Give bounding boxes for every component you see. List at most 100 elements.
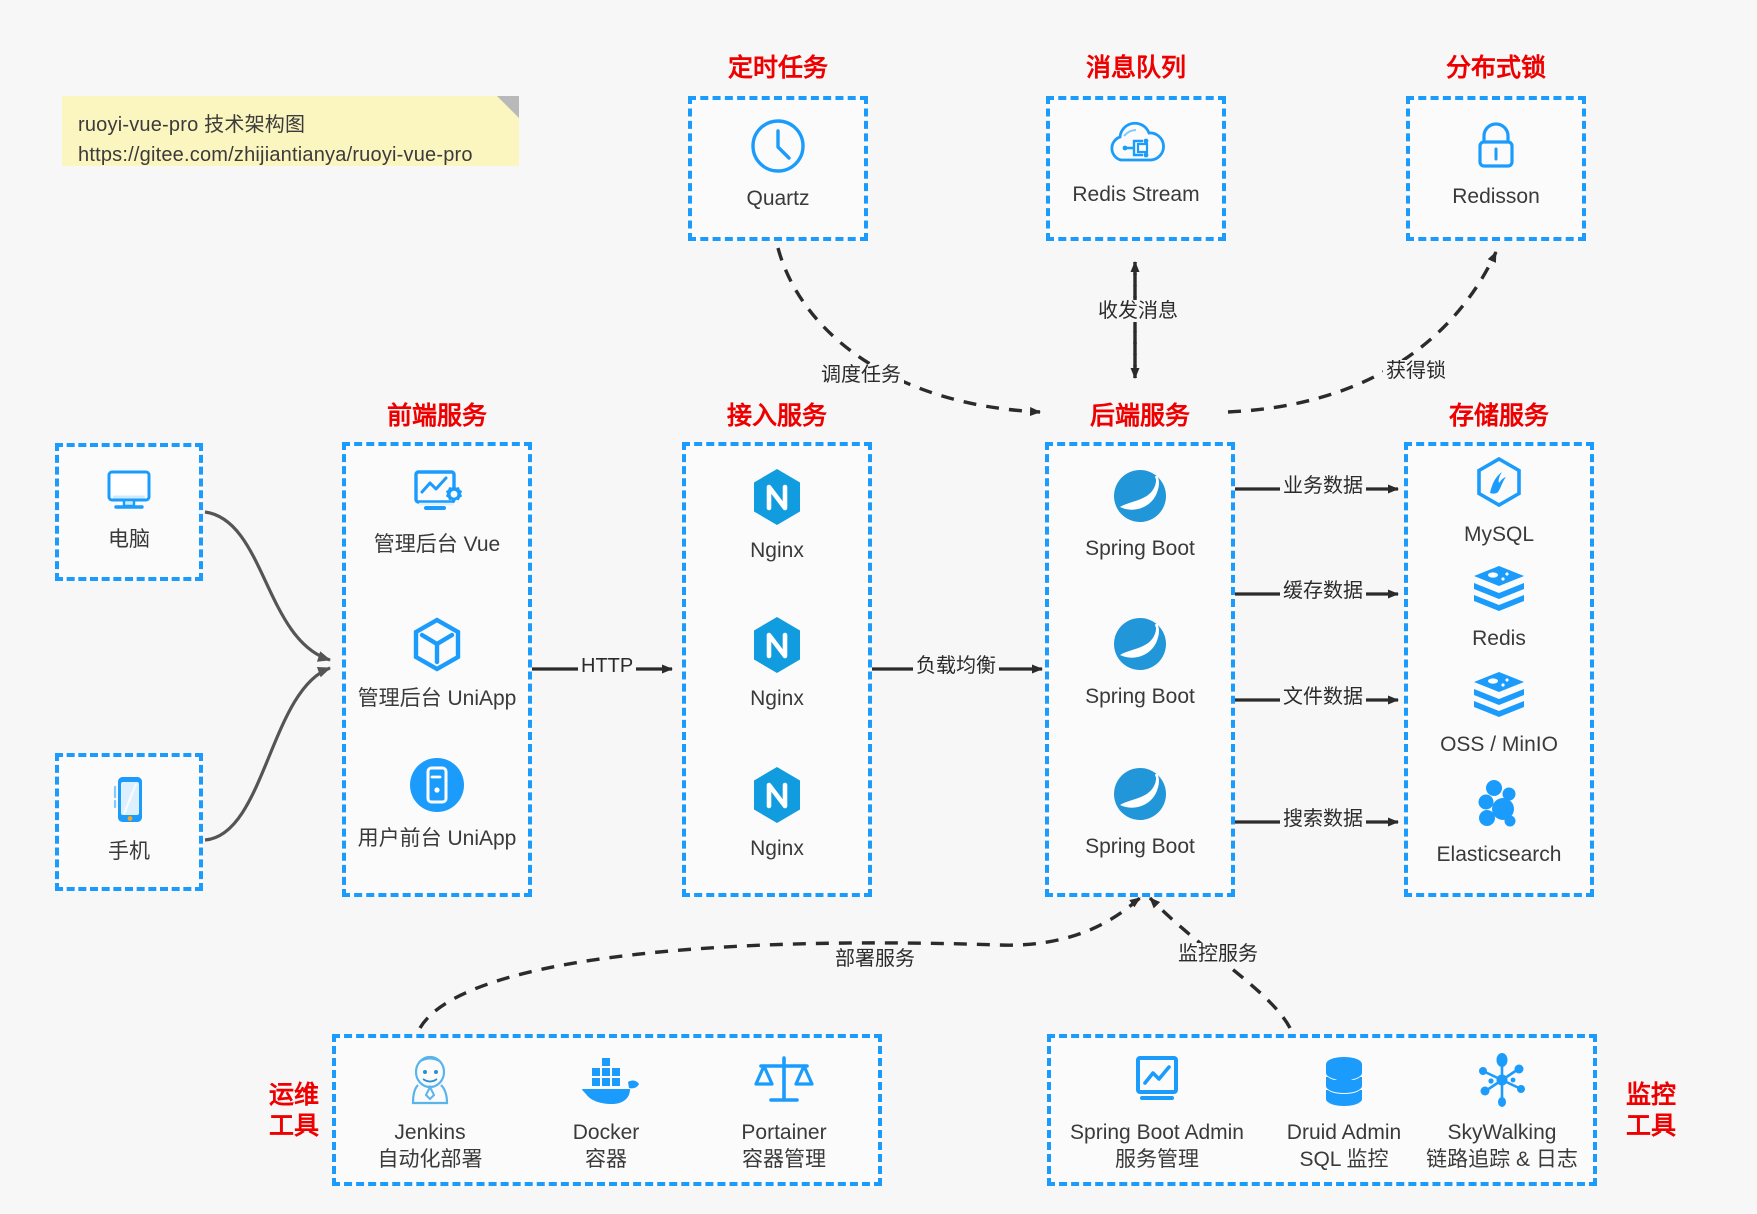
node-sublabel-druid-admin: SQL 监控 xyxy=(1299,1148,1389,1172)
edge-label-monitor-service: 监控服务 xyxy=(1175,943,1261,965)
edge-label-deploy-service: 部署服务 xyxy=(832,948,918,970)
group-gateway: Nginx Nginx Nginx xyxy=(682,442,872,897)
node-label-nginx-2: Nginx xyxy=(750,687,804,710)
node-label-quartz: Quartz xyxy=(746,187,810,210)
mobile-phone-icon xyxy=(59,771,199,834)
edge-label-http: HTTP xyxy=(578,655,637,677)
group-devops: Jenkins 自动化部署 Docker 容器 xyxy=(332,1034,882,1186)
note-url: https://gitee.com/zhijiantianya/ruoyi-vu… xyxy=(78,144,473,166)
node-label-nginx-3: Nginx xyxy=(750,837,804,860)
group-title-backend: 后端服务 xyxy=(1089,402,1190,430)
edge-label-acquire-lock: 获得锁 xyxy=(1383,360,1449,382)
cloud-stream-icon xyxy=(1050,116,1222,177)
node-quartz[interactable]: Quartz xyxy=(692,116,864,212)
node-label-redis-stream: Redis Stream xyxy=(1072,183,1200,206)
node-sublabel-spring-boot-admin: 服务管理 xyxy=(1115,1148,1199,1172)
note-fold-corner xyxy=(497,96,519,118)
spring-boot-icon xyxy=(1049,764,1231,829)
node-label-druid-admin: Druid Admin xyxy=(1286,1121,1402,1144)
node-label-user-uniapp: 用户前台 UniApp xyxy=(357,827,517,850)
edge-label-file-data: 文件数据 xyxy=(1280,686,1366,708)
node-label-portainer: Portainer xyxy=(741,1121,827,1144)
clock-icon xyxy=(692,116,864,181)
node-sublabel-portainer: 容器管理 xyxy=(742,1148,826,1172)
edge-label-search-data: 搜索数据 xyxy=(1280,808,1366,830)
node-jenkins[interactable]: Jenkins 自动化部署 xyxy=(350,1052,510,1174)
node-label-spring-boot-admin: Spring Boot Admin xyxy=(1070,1121,1244,1144)
node-label-oss-minio: OSS / MinIO xyxy=(1440,733,1558,756)
group-lock: Redisson xyxy=(1406,96,1586,241)
node-sublabel-skywalking: 链路追踪 & 日志 xyxy=(1426,1148,1578,1172)
group-client-desktop: 电脑 xyxy=(55,443,203,581)
database-stack-icon xyxy=(1259,1052,1429,1115)
skywalking-icon xyxy=(1407,1052,1597,1115)
node-docker[interactable]: Docker 容器 xyxy=(526,1052,686,1174)
node-label-admin-uniapp: 管理后台 UniApp xyxy=(357,687,517,710)
group-title-mq: 消息队列 xyxy=(1085,54,1186,82)
node-desktop[interactable]: 电脑 xyxy=(59,461,199,553)
node-sublabel-jenkins: 自动化部署 xyxy=(377,1148,483,1172)
group-title-devops: 运维 工具 xyxy=(258,1080,330,1143)
node-spring-boot-3[interactable]: Spring Boot xyxy=(1049,764,1231,860)
group-title-devops-line1: 运维 xyxy=(268,1081,319,1109)
node-mysql[interactable]: MySQL xyxy=(1408,456,1590,548)
node-sublabel-docker: 容器 xyxy=(585,1148,627,1172)
group-title-monitor-line2: 工具 xyxy=(1625,1112,1676,1141)
group-scheduler: Quartz xyxy=(688,96,868,241)
node-redis[interactable]: Redis xyxy=(1408,562,1590,652)
group-title-devops-line2: 工具 xyxy=(268,1112,319,1141)
node-elasticsearch[interactable]: Elasticsearch xyxy=(1408,776,1590,868)
node-nginx-3[interactable]: Nginx xyxy=(686,764,868,862)
node-spring-boot-admin[interactable]: Spring Boot Admin 服务管理 xyxy=(1057,1052,1257,1174)
node-portainer[interactable]: Portainer 容器管理 xyxy=(704,1052,864,1174)
node-label-mysql: MySQL xyxy=(1463,523,1534,546)
node-admin-uniapp[interactable]: 管理后台 UniApp xyxy=(346,614,528,712)
group-mq: Redis Stream xyxy=(1046,96,1226,241)
group-title-frontend: 前端服务 xyxy=(386,402,487,430)
node-label-docker: Docker xyxy=(572,1121,640,1144)
group-client-mobile: 手机 xyxy=(55,753,203,891)
elasticsearch-icon xyxy=(1408,776,1590,837)
group-title-monitor-line1: 监控 xyxy=(1625,1081,1676,1109)
mobile-app-icon xyxy=(346,754,528,821)
note-title: ruoyi-vue-pro 技术架构图 xyxy=(78,114,306,136)
admin-dashboard-icon xyxy=(346,464,528,527)
node-mobile[interactable]: 手机 xyxy=(59,771,199,865)
lock-icon xyxy=(1410,116,1582,179)
node-label-redisson: Redisson xyxy=(1452,185,1540,208)
node-label-nginx-1: Nginx xyxy=(750,539,804,562)
group-backend: Spring Boot Spring Boot Spring Boot xyxy=(1045,442,1235,897)
spring-boot-icon xyxy=(1049,466,1231,531)
group-title-gateway: 接入服务 xyxy=(726,402,827,430)
node-skywalking[interactable]: SkyWalking 链路追踪 & 日志 xyxy=(1407,1052,1597,1174)
group-storage: MySQL Redis xyxy=(1404,442,1594,897)
node-label-jenkins: Jenkins xyxy=(394,1121,466,1144)
node-label-desktop: 电脑 xyxy=(108,528,150,551)
group-monitor: Spring Boot Admin 服务管理 Druid Admin SQL 监… xyxy=(1047,1034,1597,1186)
redis-icon xyxy=(1408,562,1590,621)
node-nginx-1[interactable]: Nginx xyxy=(686,466,868,564)
group-title-scheduler: 定时任务 xyxy=(727,54,828,82)
node-redisson[interactable]: Redisson xyxy=(1410,116,1582,210)
node-nginx-2[interactable]: Nginx xyxy=(686,614,868,712)
nginx-icon xyxy=(686,614,868,681)
docker-icon xyxy=(526,1052,686,1115)
node-user-uniapp[interactable]: 用户前台 UniApp xyxy=(346,754,528,852)
node-druid-admin[interactable]: Druid Admin SQL 监控 xyxy=(1259,1052,1429,1174)
node-redis-stream[interactable]: Redis Stream xyxy=(1050,116,1222,208)
node-oss-minio[interactable]: OSS / MinIO xyxy=(1408,668,1590,758)
desktop-icon xyxy=(59,461,199,522)
group-title-lock: 分布式锁 xyxy=(1445,54,1546,82)
node-label-spring-boot-3: Spring Boot xyxy=(1085,835,1195,858)
group-title-monitor: 监控 工具 xyxy=(1615,1080,1687,1143)
nginx-icon xyxy=(686,764,868,831)
node-spring-boot-2[interactable]: Spring Boot xyxy=(1049,614,1231,710)
node-label-admin-vue: 管理后台 Vue xyxy=(373,533,501,556)
edge-label-schedule-task: 调度任务 xyxy=(818,364,904,386)
node-admin-vue[interactable]: 管理后台 Vue xyxy=(346,464,528,558)
spring-boot-icon xyxy=(1049,614,1231,679)
mysql-icon xyxy=(1408,456,1590,517)
node-spring-boot-1[interactable]: Spring Boot xyxy=(1049,466,1231,562)
edge-label-send-receive-message: 收发消息 xyxy=(1095,300,1181,322)
